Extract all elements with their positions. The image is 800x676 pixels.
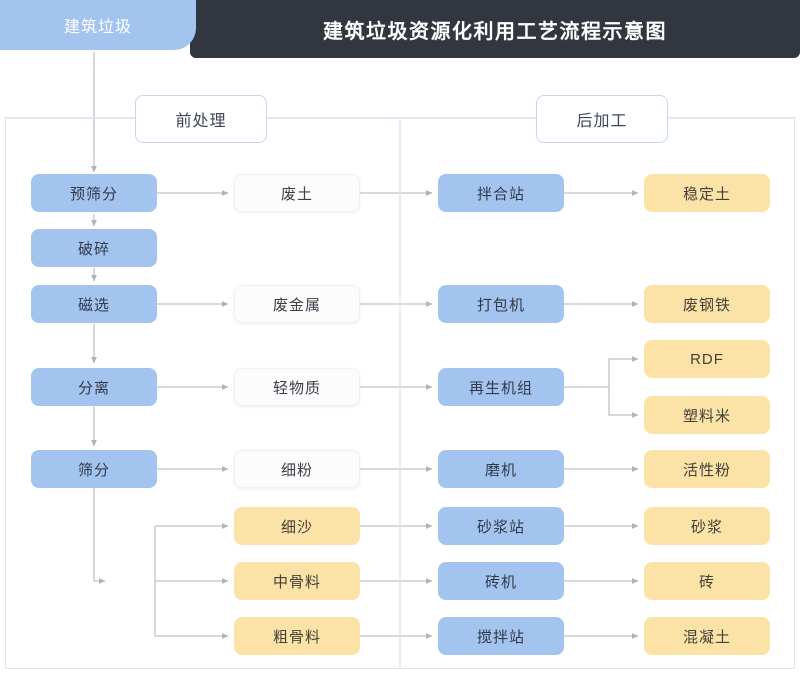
node-product-0[interactable]: 稳定土 (644, 174, 770, 212)
node-label: 拌合站 (476, 185, 525, 203)
node-material-6[interactable]: 粗骨料 (234, 617, 360, 655)
node-label: 筛分 (77, 461, 110, 479)
node-product-3[interactable]: 塑料米 (644, 396, 770, 434)
node-label: 轻物质 (272, 379, 321, 397)
node-process-0[interactable]: 预筛分 (31, 174, 157, 212)
source-tab: 建筑垃圾 (0, 0, 196, 50)
node-process-2[interactable]: 磁选 (31, 285, 157, 323)
node-material-4[interactable]: 细沙 (234, 507, 360, 545)
node-equipment-4[interactable]: 砂浆站 (438, 507, 564, 545)
node-label: 塑料米 (682, 407, 731, 425)
node-label: 再生机组 (468, 379, 533, 397)
node-label: 砂浆 (690, 518, 723, 536)
node-label: RDF (690, 350, 724, 368)
node-label: 磁选 (77, 296, 110, 314)
node-process-1[interactable]: 破碎 (31, 229, 157, 267)
node-material-5[interactable]: 中骨料 (234, 562, 360, 600)
section-tab-post-label: 后加工 (576, 113, 628, 130)
node-material-1[interactable]: 废金属 (234, 285, 360, 323)
node-label: 预筛分 (69, 185, 118, 203)
node-process-4[interactable]: 筛分 (31, 450, 157, 488)
section-tab-pre-label: 前处理 (175, 113, 227, 130)
node-label: 细粉 (280, 461, 313, 479)
node-material-0[interactable]: 废土 (234, 174, 360, 212)
node-equipment-3[interactable]: 磨机 (438, 450, 564, 488)
node-label: 中骨料 (272, 573, 321, 591)
header-bar: 建筑垃圾资源化利用工艺流程示意图 (190, 0, 800, 58)
node-label: 细沙 (280, 518, 313, 536)
node-label: 废金属 (272, 296, 321, 314)
node-label: 废土 (280, 185, 313, 203)
node-label: 破碎 (77, 240, 110, 258)
page-title: 建筑垃圾资源化利用工艺流程示意图 (323, 20, 667, 43)
node-material-3[interactable]: 细粉 (234, 450, 360, 488)
source-tab-label: 建筑垃圾 (63, 19, 132, 36)
node-label: 砖 (698, 573, 715, 591)
node-product-2[interactable]: RDF (644, 340, 770, 378)
node-equipment-2[interactable]: 再生机组 (438, 368, 564, 406)
section-tab-post[interactable]: 后加工 (536, 95, 668, 143)
node-equipment-6[interactable]: 搅拌站 (438, 617, 564, 655)
diagram-frame (5, 117, 795, 669)
node-label: 粗骨料 (272, 628, 321, 646)
node-product-4[interactable]: 活性粉 (644, 450, 770, 488)
node-label: 打包机 (476, 296, 525, 314)
node-label: 搅拌站 (476, 628, 525, 646)
node-equipment-5[interactable]: 砖机 (438, 562, 564, 600)
node-label: 活性粉 (682, 461, 731, 479)
node-label: 废钢铁 (682, 296, 731, 314)
node-product-5[interactable]: 砂浆 (644, 507, 770, 545)
node-label: 砂浆站 (476, 518, 525, 536)
node-product-7[interactable]: 混凝土 (644, 617, 770, 655)
node-label: 砖机 (484, 573, 517, 591)
section-tab-pre[interactable]: 前处理 (135, 95, 267, 143)
node-material-2[interactable]: 轻物质 (234, 368, 360, 406)
node-product-6[interactable]: 砖 (644, 562, 770, 600)
node-label: 分离 (77, 379, 110, 397)
node-label: 稳定土 (682, 185, 731, 203)
node-label: 磨机 (484, 461, 517, 479)
node-equipment-0[interactable]: 拌合站 (438, 174, 564, 212)
node-equipment-1[interactable]: 打包机 (438, 285, 564, 323)
node-label: 混凝土 (682, 628, 731, 646)
node-process-3[interactable]: 分离 (31, 368, 157, 406)
node-product-1[interactable]: 废钢铁 (644, 285, 770, 323)
